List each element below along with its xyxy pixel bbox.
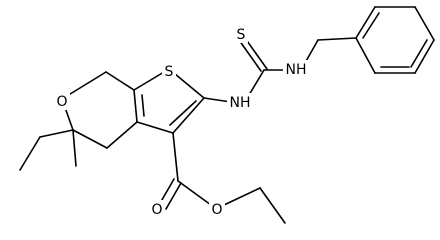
bond-ethyl-ester <box>259 187 286 224</box>
bond-c5-c4 <box>72 129 108 149</box>
ring-oxygen-label: O <box>56 94 67 110</box>
bond-c2-c3-inner <box>169 100 197 126</box>
atom-benzyl-nh: NH <box>283 60 309 78</box>
bond-cs-s-2 <box>244 37 268 70</box>
thiophene-sulfur-label: S <box>165 64 174 80</box>
bond-cs-s-1 <box>238 39 262 72</box>
bond-c2-nh <box>203 97 232 103</box>
atom-label-layer: S S NH NH O O <box>54 25 309 218</box>
bond-ph-6 <box>355 37 376 74</box>
bond-cco-o-2 <box>165 182 182 210</box>
bond-ph-3-inner <box>410 39 428 68</box>
benzyl-nh-label: NH <box>286 62 307 78</box>
bond-layer <box>19 6 435 224</box>
atom-thiocarbonyl-s: S <box>234 25 248 43</box>
thiocarbonyl-sulfur-label: S <box>237 27 246 43</box>
ester-oxygen-label: O <box>211 202 222 218</box>
atom-ester-o: O <box>209 200 225 218</box>
bond-c3-cco <box>172 132 179 182</box>
atom-amide-nh: NH <box>227 93 253 111</box>
bond-c5-ethyl-ch2 <box>39 129 74 138</box>
bond-c2-c3 <box>172 97 205 134</box>
bond-o-ch2 <box>223 187 261 206</box>
bond-ethyl-ch3 <box>19 136 41 171</box>
bond-c7a-c7 <box>105 71 135 91</box>
bond-ph-1-inner <box>362 12 380 39</box>
atom-thiophene-s: S <box>162 62 176 80</box>
bond-ph-3 <box>414 6 435 41</box>
bond-cco-oet <box>177 180 212 206</box>
bond-nh-ch2 <box>304 39 319 64</box>
bond-c3a-c7a <box>133 89 138 123</box>
bond-ph-4 <box>414 39 435 74</box>
bond-c3a-c7a-inner <box>141 94 145 117</box>
atom-ring-o: O <box>54 92 70 110</box>
bond-c4-c3a <box>106 121 138 149</box>
atom-carbonyl-o: O <box>149 200 165 218</box>
bond-nh-cs <box>248 69 265 96</box>
bond-c5-methyl <box>72 129 77 167</box>
bond-ch2-ph <box>317 37 357 41</box>
bond-ph-1 <box>355 6 376 39</box>
amide-nh-label: NH <box>230 95 251 111</box>
bond-c3-c3a <box>136 121 174 134</box>
carbonyl-oxygen-label: O <box>151 202 162 218</box>
